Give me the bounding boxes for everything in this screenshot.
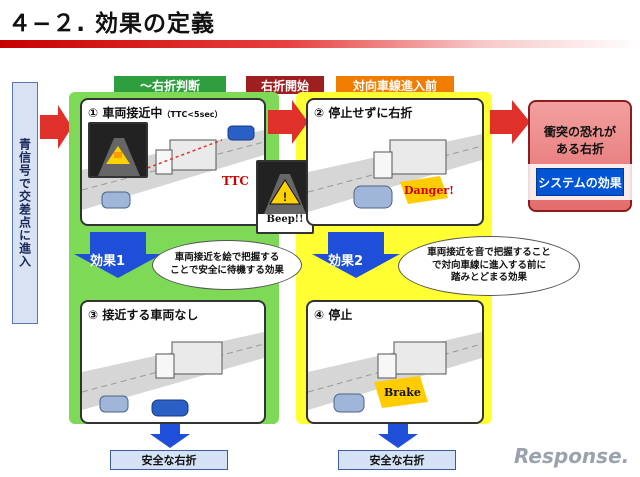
response-logo: Response. (514, 444, 630, 468)
tag-oncoming-lane: 対向車線進入前 (336, 76, 454, 94)
effect2-desc-line1: 車両接近を音で把握すること (427, 246, 551, 258)
outcome1-arrow-icon (150, 424, 190, 448)
scene1-display-inset (88, 122, 148, 178)
danger-label: Danger! (404, 184, 454, 197)
effect2-label: 効果2 (328, 254, 364, 269)
effect1-callout: 車両接近を絵で把握する ことで安全に待機する効果 (152, 240, 302, 290)
effect2-arrow-icon (312, 232, 400, 278)
entry-condition-label: 青信号で交差点に進入 (17, 138, 32, 268)
scene-vehicle-approaching: ① 車両接近中（TTC<5sec） TTC (80, 98, 266, 226)
scene4-label: ④ 停止 (314, 308, 353, 322)
beep-display-inset: ! Beep!! (256, 160, 314, 234)
effect2-desc-line3: 踏みとどまる効果 (450, 272, 527, 284)
risk-arrow-icon (490, 100, 530, 144)
effect1-label: 効果1 (90, 254, 126, 269)
tag-turn-start: 右折開始 (246, 76, 324, 94)
risk-line1: 衝突の恐れが (543, 125, 616, 139)
system-effect-label: システムの効果 (536, 168, 624, 196)
risk-line2: ある右折 (555, 141, 604, 156)
scene1-road-illustration (82, 125, 264, 210)
brake-label: Brake (384, 386, 421, 399)
beep-label: Beep!! (266, 214, 304, 225)
outcome-safe-turn-left: 安全な右折 (110, 450, 228, 470)
title-underline-bar (0, 40, 640, 48)
effect1-arrow-icon (74, 232, 162, 278)
scene-turn-without-stop: ② 停止せずに右折 Danger! (306, 98, 484, 226)
collision-risk-panel: 衝突の恐れが ある右折 システムの効果 (528, 100, 632, 212)
scene3-label: ③ 接近する車両なし (88, 308, 199, 322)
entry-arrow-icon (40, 105, 72, 149)
turn-start-arrow-icon (268, 100, 308, 144)
effect1-desc-line1: 車両接近を絵で把握する (174, 252, 280, 264)
svg-text:!: ! (283, 190, 287, 204)
scene-no-approaching-vehicle: ③ 接近する車両なし (80, 300, 266, 424)
outcome2-arrow-icon (378, 424, 418, 448)
entry-condition-box: 青信号で交差点に進入 (12, 82, 38, 324)
scene2-label: ② 停止せずに右折 (314, 106, 413, 120)
scene1-label: ① 車両接近中 (88, 106, 163, 120)
scene1-ttc-note: （TTC<5sec） (162, 110, 223, 119)
scene2-road-illustration (308, 134, 482, 212)
outcome-safe-turn-right: 安全な右折 (338, 450, 456, 470)
warning-display-icon (98, 138, 140, 176)
effect1-desc-line2: ことで安全に待機する効果 (170, 265, 284, 276)
page-title: ４−２. 効果の定義 (8, 11, 216, 37)
ttc-label: TTC (222, 174, 249, 188)
tag-before-turn: 〜右折判断 (114, 76, 226, 94)
effect2-callout: 車両接近を音で把握すること で対向車線に進入する前に 踏みとどまる効果 (398, 236, 580, 296)
effect2-desc-line2: で対向車線に進入する前に (431, 259, 546, 271)
scene3-road-illustration (82, 332, 264, 417)
scene4-road-illustration (308, 332, 482, 413)
beep-warning-icon: ! (258, 162, 312, 214)
scene-stop: ④ 停止 Brake (306, 300, 484, 424)
